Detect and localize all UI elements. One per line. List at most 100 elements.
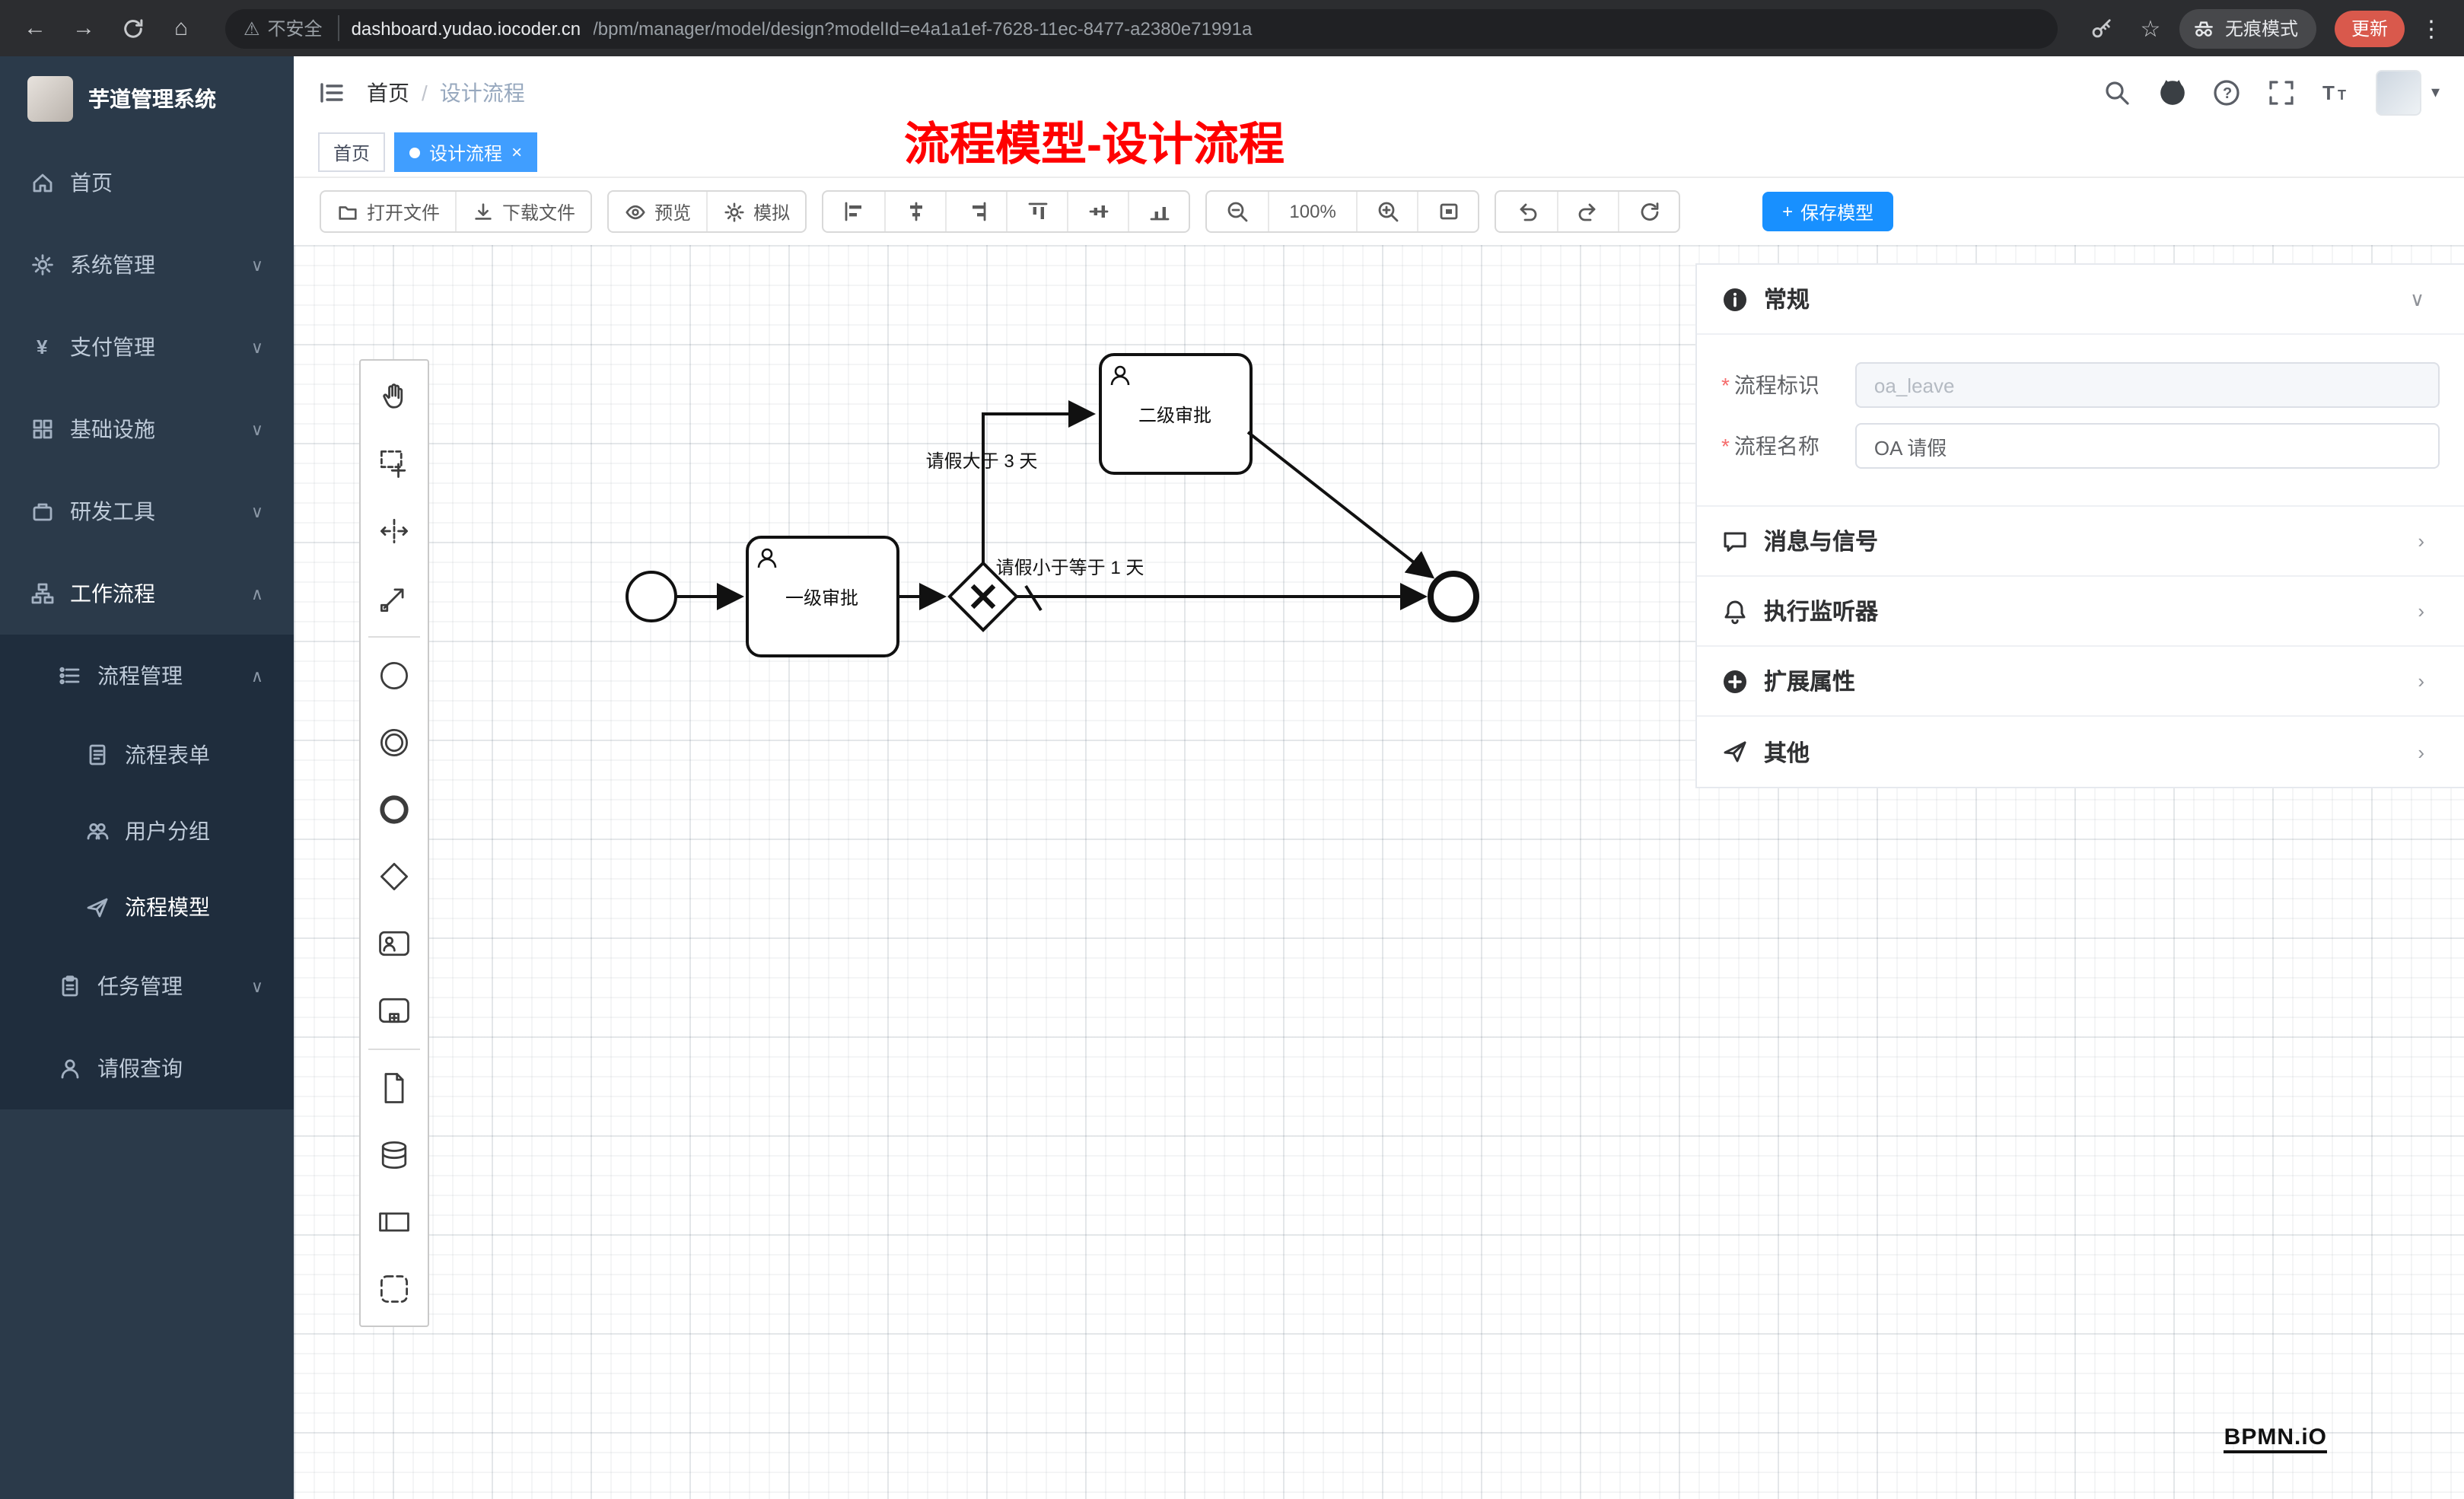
sidebar-item-label: 系统管理 [70,253,155,277]
sidebar-item-task-mgmt[interactable]: 任务管理 ∨ [0,945,294,1027]
chevron-right-icon: › [2418,530,2424,552]
align-left-button[interactable] [823,192,884,231]
home-icon[interactable]: ⌂ [173,15,189,41]
preview-button[interactable]: 预览 [609,192,706,231]
flow-label-gt3[interactable]: 请假大于 3 天 [926,451,1038,472]
sidebar-item-process-mgmt[interactable]: 流程管理 ∧ [0,635,294,717]
hand-tool-icon[interactable] [361,364,428,431]
global-connect-icon[interactable] [361,565,428,632]
breadcrumb-home[interactable]: 首页 [367,80,409,104]
close-icon[interactable]: × [511,142,523,163]
tab-home[interactable]: 首页 [318,132,386,172]
zoom-reset-button[interactable] [1417,192,1478,231]
update-button[interactable]: 更新 [2334,10,2405,46]
start-event[interactable] [626,571,677,622]
section-execution-listeners[interactable]: 执行监听器 › [1697,577,2464,647]
info-icon [1721,285,1749,313]
url-bar[interactable]: ⚠ 不安全 dashboard.yudao.iocoder.cn /bpm/ma… [225,8,2058,48]
user-task-first-approval[interactable]: 一级审批 [746,536,899,657]
section-general[interactable]: 常规 ∨ [1697,265,2464,335]
search-icon[interactable] [2103,77,2133,107]
sidebar-item-label: 流程表单 [125,743,210,767]
key-icon[interactable] [2082,8,2122,48]
open-file-button[interactable]: 打开文件 [321,192,455,231]
zoom-in-button[interactable] [1356,192,1417,231]
create-intermediate-event-icon[interactable] [361,709,428,776]
browser-menu-icon[interactable]: ⋮ [2420,16,2443,42]
sidebar-item-devtools[interactable]: 研发工具 ∨ [0,470,294,552]
create-data-object-icon[interactable] [361,1055,428,1122]
collapse-sidebar-icon[interactable] [318,78,345,106]
user-task-second-approval[interactable]: 二级审批 [1099,353,1253,475]
chevron-down-icon: ∨ [250,421,263,439]
app-logo[interactable]: 芋道管理系统 [0,56,294,142]
section-extended-properties[interactable]: 扩展属性 › [1697,647,2464,717]
create-end-event-icon[interactable] [361,776,428,843]
sidebar-item-label: 任务管理 [97,974,183,998]
zoom-out-button[interactable] [1207,192,1268,231]
send-icon [1721,738,1749,765]
bookmark-star-icon[interactable]: ☆ [2140,16,2161,42]
download-file-button[interactable]: 下载文件 [455,192,591,231]
align-bottom-button[interactable] [1128,192,1189,231]
grid-icon [30,417,55,441]
sequence-flow[interactable] [1246,431,1435,579]
section-messages-signals[interactable]: 消息与信号 › [1697,507,2464,577]
chevron-up-icon: ∧ [250,667,263,686]
help-icon[interactable]: ? [2212,77,2243,107]
space-tool-icon[interactable] [361,498,428,565]
sidebar-item-process-form[interactable]: 流程表单 [0,717,294,793]
align-right-button[interactable] [945,192,1006,231]
create-data-store-icon[interactable] [361,1122,428,1189]
sidebar-item-process-model[interactable]: 流程模型 [0,869,294,945]
align-center-button[interactable] [884,192,945,231]
process-name-input[interactable] [1855,423,2440,469]
sidebar-item-home[interactable]: 首页 [0,142,294,224]
redo-button[interactable] [1557,192,1618,231]
plus-circle-icon [1721,667,1749,695]
create-participant-icon[interactable] [361,1189,428,1256]
flow-label-le1[interactable]: 请假小于等于 1 天 [996,558,1144,578]
create-user-task-icon[interactable] [361,910,428,977]
user-menu[interactable]: ▾ [2376,69,2440,115]
align-middle-button[interactable] [1067,192,1128,231]
folder-icon [339,205,357,219]
sidebar-item-infra[interactable]: 基础设施 ∨ [0,388,294,470]
fullscreen-icon[interactable] [2267,77,2297,107]
save-model-button[interactable]: + 保存模型 [1762,192,1894,231]
exclusive-gateway[interactable] [947,561,1019,632]
tab-design-process[interactable]: 设计流程 × [394,132,538,172]
svg-text:T: T [2338,87,2347,102]
create-subprocess-icon[interactable] [361,977,428,1044]
section-other[interactable]: 其他 › [1697,717,2464,787]
sidebar-item-workflow[interactable]: 工作流程 ∧ [0,552,294,635]
align-top-button[interactable] [1006,192,1067,231]
github-icon[interactable] [2157,77,2188,107]
bpmn-canvas[interactable]: 一级审批 请假大于 3 天 [294,245,2464,1499]
create-group-icon[interactable] [361,1256,428,1322]
back-icon[interactable]: ← [24,15,46,41]
create-gateway-icon[interactable] [361,843,428,910]
sidebar-item-user-group[interactable]: 用户分组 [0,793,294,869]
sidebar-item-payment[interactable]: ¥ 支付管理 ∨ [0,306,294,388]
undo-button[interactable] [1496,192,1557,231]
download-icon [475,202,492,219]
end-event[interactable] [1428,571,1479,622]
person-icon [58,1056,82,1080]
forward-icon[interactable]: → [72,15,95,41]
lasso-tool-icon[interactable] [361,431,428,498]
bpmn-io-watermark[interactable]: BPMN.iO [2224,1424,2327,1453]
create-start-event-icon[interactable] [361,642,428,709]
sidebar-item-system[interactable]: 系统管理 ∨ [0,224,294,306]
incognito-badge: 无痕模式 [2179,8,2316,48]
restart-button[interactable] [1618,192,1679,231]
process-key-input[interactable] [1855,362,2440,408]
simulate-button[interactable]: 模拟 [706,192,805,231]
process-name-label: 流程名称 [1733,434,1819,458]
security-indicator[interactable]: ⚠ 不安全 [244,15,339,41]
reload-icon[interactable] [113,8,152,48]
sequence-flow-gt3[interactable] [982,400,1096,563]
sidebar-item-leave-query[interactable]: 请假查询 [0,1027,294,1109]
